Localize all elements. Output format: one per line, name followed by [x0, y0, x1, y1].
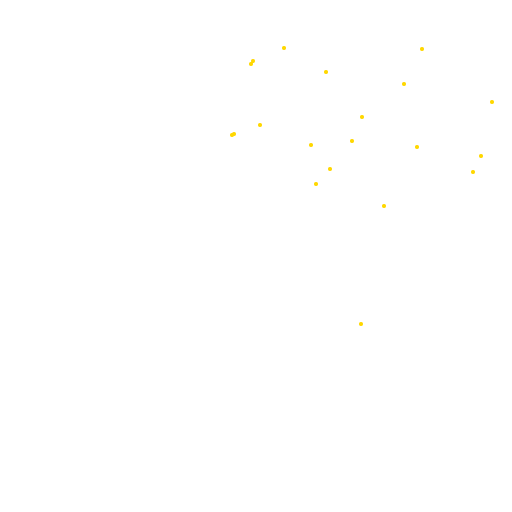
dot [282, 46, 286, 50]
dot [420, 47, 424, 51]
dot [251, 59, 255, 63]
dot [490, 100, 494, 104]
dot [249, 62, 253, 66]
dot [479, 154, 483, 158]
dot [314, 182, 318, 186]
dot [350, 139, 354, 143]
dot [360, 115, 364, 119]
dot [471, 170, 475, 174]
dot [230, 133, 234, 137]
dot [309, 143, 313, 147]
dot [382, 204, 386, 208]
dot [324, 70, 328, 74]
dot [359, 322, 363, 326]
dot [402, 82, 406, 86]
dot [415, 145, 419, 149]
dot [328, 167, 332, 171]
dot [258, 123, 262, 127]
